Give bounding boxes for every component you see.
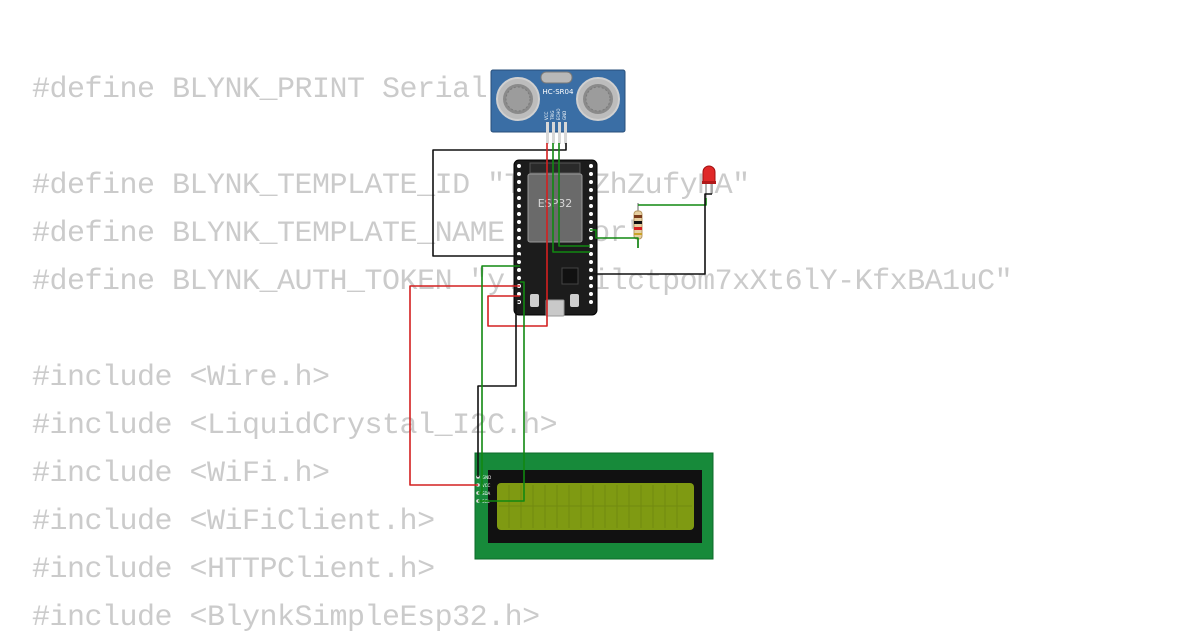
code-line: #include <BlynkSimpleEsp32.h> (32, 601, 540, 635)
sensor-pin-vcc-label: VCC (544, 111, 549, 120)
sensor-label: HC-SR04 (543, 88, 574, 96)
wire-resistor-esp[interactable] (590, 229, 639, 248)
wire-lcd-scl[interactable] (478, 281, 525, 502)
code-line: #include <WiFi.h> (32, 457, 330, 491)
esp32-pin-header-left (517, 164, 521, 304)
lcd-pin-sda-label: SDA (482, 491, 491, 496)
code-background: #define BLYNK_PRINT Serial#define BLYNK_… (32, 66, 1013, 642)
code-line: #include <HTTPClient.h> (32, 553, 435, 587)
code-line: #include <Wire.h> (32, 361, 330, 395)
wire-lcd-vcc[interactable] (409, 285, 520, 486)
wire-sensor-echo[interactable] (558, 143, 590, 247)
sensor-pins[interactable] (546, 122, 567, 144)
wire-sensor-vcc[interactable] (487, 143, 548, 327)
sensor-pin-echo-label: ECHO (556, 109, 561, 120)
wire-led-cathode[interactable] (590, 193, 712, 275)
ultrasonic-sensor[interactable]: HC-SR04 VCC TRIG ECHO GND (490, 69, 626, 144)
wire-sensor-trig[interactable] (552, 143, 590, 253)
esp32-usb-port[interactable] (545, 299, 565, 317)
lcd-character-grid (499, 485, 692, 528)
sensor-crystal (540, 71, 573, 84)
esp32-antenna (529, 162, 581, 174)
wire-lcd-gnd[interactable] (477, 301, 520, 477)
wire-sensor-gnd[interactable] (432, 143, 567, 257)
code-line: #include <WiFiClient.h> (32, 505, 435, 539)
code-line: #define BLYNK_PRINT Serial (32, 73, 488, 107)
lcd-pin-gnd-label: GND (482, 475, 491, 480)
esp32-usb-chip (561, 267, 579, 285)
esp32-label: ESP32 (538, 197, 573, 210)
sensor-transducer-left (496, 77, 540, 121)
sensor-pin-gnd-label: GND (562, 111, 567, 120)
sensor-transducer-right (576, 77, 620, 121)
esp32-module-shield (527, 173, 583, 243)
sensor-pin-trig-label: TRIG (550, 110, 555, 121)
code-line: #include <LiquidCrystal_I2C.h> (32, 409, 558, 443)
lcd-pin-vcc-label: VCC (482, 483, 491, 488)
esp32-button-en[interactable] (530, 294, 539, 307)
red-led[interactable] (702, 165, 716, 198)
lcd-display[interactable]: GND VCC SDA SCL (474, 452, 714, 560)
wire-lcd-sda[interactable] (478, 265, 520, 494)
esp32-button-boot[interactable] (570, 294, 579, 307)
wire-led-anode[interactable] (638, 198, 707, 206)
esp32-pin-header-right (589, 164, 593, 304)
esp32-board[interactable]: ESP32 (513, 159, 598, 317)
